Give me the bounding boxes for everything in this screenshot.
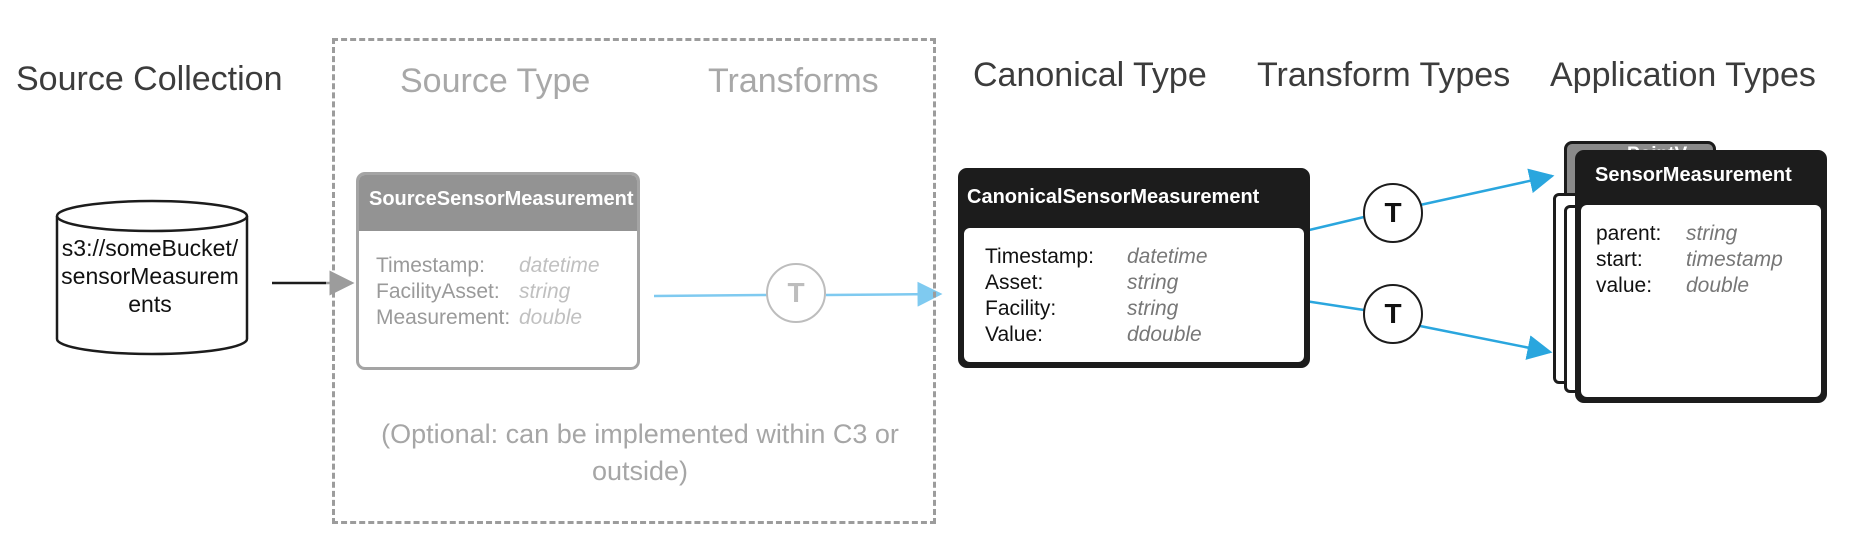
field-name: Measurement: [376,306,511,329]
field-row: parent: string [1596,221,1821,247]
field-name: start: [1596,248,1643,271]
source-type-card-title: SourceSensorMeasurement [359,175,637,231]
source-collection-label: s3://someBucket/ sensorMeasurem ents [61,235,239,317]
field-name: Timestamp: [376,254,485,277]
field-row: value: double [1596,273,1821,299]
field-row: Measurement: double [376,305,637,331]
optional-region-box [332,38,936,524]
field-type: double [519,306,583,329]
field-name: value: [1596,274,1653,297]
transform-node-1: T [1363,183,1423,243]
source-type-card: SourceSensorMeasurement Timestamp: datet… [356,172,640,370]
field-row: Facility: string [985,296,1304,322]
heading-application-types: Application Types [1550,56,1816,94]
heading-source-collection: Source Collection [16,60,283,98]
field-name: parent: [1596,222,1662,245]
source-to-transform-line [653,293,769,298]
application-type-fields: parent: string start: timestamp value: d… [1581,205,1821,299]
field-type: string [1127,271,1179,294]
field-type: double [1686,274,1750,297]
transform-to-canonical-arrow [825,281,943,307]
heading-transform-types: Transform Types [1257,56,1511,94]
heading-source-type: Source Type [400,62,591,100]
transform-node-2: T [1363,284,1423,344]
application-type-card-body: parent: string start: timestamp value: d… [1581,205,1821,397]
field-type: ddouble [1127,323,1202,346]
canonical-type-card-body: Timestamp: datetime Asset: string Facili… [964,228,1304,362]
optional-note: (Optional: can be implemented within C3 … [381,419,899,486]
field-name: Asset: [985,271,1044,294]
field-type: string [1686,222,1738,245]
canonical-type-card: CanonicalSensorMeasurement Timestamp: da… [958,168,1310,368]
field-name: Value: [985,323,1043,346]
heading-canonical-type: Canonical Type [973,56,1207,94]
field-name: Facility: [985,297,1057,320]
field-name: FacilityAsset: [376,280,500,303]
field-type: timestamp [1686,248,1783,271]
field-type: string [1127,297,1179,320]
field-type: string [519,280,571,303]
canonical-type-card-title: CanonicalSensorMeasurement [961,171,1307,225]
field-row: start: timestamp [1596,247,1821,273]
field-row: Value: ddouble [985,322,1304,348]
transform1-to-application-arrow [1419,168,1555,207]
field-row: Timestamp: datetime [376,253,637,279]
field-row: FacilityAsset: string [376,279,637,305]
transform-node-faded: T [766,263,826,323]
application-type-card-title: SensorMeasurement [1578,153,1824,201]
field-row: Timestamp: datetime [985,244,1304,270]
heading-transforms: Transforms [708,62,879,100]
source-type-fields: Timestamp: datetime FacilityAsset: strin… [359,231,637,331]
database-cylinder-icon [55,199,249,356]
field-row: Asset: string [985,270,1304,296]
field-type: datetime [1127,245,1208,268]
canonical-type-fields: Timestamp: datetime Asset: string Facili… [964,228,1304,348]
transform2-to-application-arrow [1419,324,1553,360]
field-name: Timestamp: [985,245,1094,268]
field-type: datetime [519,254,600,277]
application-type-card: SensorMeasurement parent: string start: … [1575,150,1827,403]
